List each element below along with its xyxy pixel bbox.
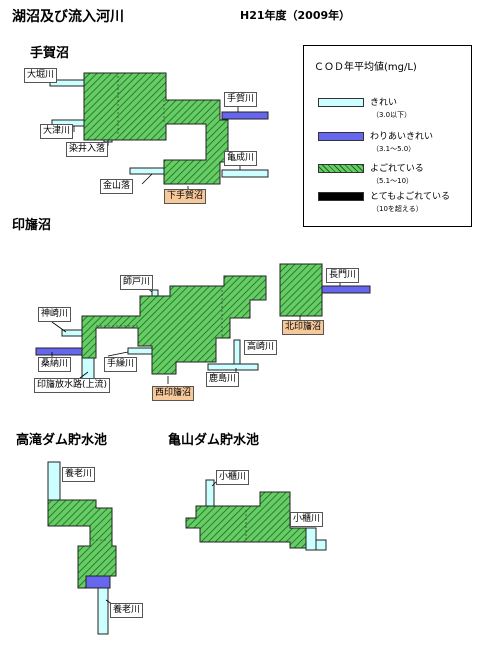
label-kita-inba: 北印旛沼 <box>282 320 325 335</box>
legend-name-fair: わりあいきれい <box>370 132 434 142</box>
legend-range-clean: （3.0以下） <box>372 111 412 119</box>
river-takasaki <box>233 339 241 367</box>
label-takasaki: 高崎川 <box>244 340 278 355</box>
label-nagato: 長門川 <box>326 268 360 283</box>
legend-range-dirty: （5.1～10） <box>372 177 414 185</box>
label-tekuri: 手繰川 <box>104 357 138 372</box>
river-tega <box>221 111 269 120</box>
river-obitsu-down <box>305 527 317 551</box>
river-kashima <box>207 363 259 371</box>
river-kanayama <box>129 167 165 175</box>
section-inba: 印旛沼 <box>12 218 52 233</box>
section-takataki: 高滝ダム貯水池 <box>16 433 108 448</box>
legend-range-very-dirty: （10を超える） <box>372 205 423 213</box>
page-title: 湖沼及び流入河川 <box>12 9 124 25</box>
river-yoro-down <box>97 587 109 635</box>
label-tega-river: 手賀川 <box>224 92 258 107</box>
lake-inba <box>81 275 267 375</box>
label-yoro-down: 養老川 <box>110 603 144 618</box>
label-shimotega: 下手賀沼 <box>164 189 207 204</box>
legend-swatch-dirty <box>318 164 364 173</box>
river-inba-sui <box>81 357 95 381</box>
label-kashima: 鹿島川 <box>206 372 240 387</box>
lake-takataki-blue <box>85 575 111 589</box>
river-tekuri <box>127 347 153 355</box>
label-somei: 染井入落 <box>66 142 109 157</box>
label-kuwano: 桑納川 <box>38 357 72 372</box>
legend-swatch-fair <box>318 132 364 141</box>
legend-name-dirty: よごれている <box>370 164 424 174</box>
legend-name-clean: きれい <box>370 98 398 108</box>
year-label: H21年度（2009年） <box>240 9 351 22</box>
river-kameo <box>221 169 269 178</box>
river-obitsu-down-stub <box>315 539 327 551</box>
label-shido: 師戸川 <box>120 275 154 290</box>
legend: ＣＯＤ年平均値(mg/L) きれい （3.0以下） わりあいきれい （3.1～5… <box>303 45 472 227</box>
river-yoro-up <box>47 461 61 503</box>
lake-takataki <box>47 499 117 589</box>
lake-tegano <box>83 72 229 185</box>
label-obitsu-down: 小櫃川 <box>290 512 324 527</box>
label-kanzaki: 神崎川 <box>38 307 72 322</box>
label-inba-sui: 印旛放水路(上流) <box>34 378 111 393</box>
river-kuwano <box>35 347 83 356</box>
river-nagato <box>321 285 371 294</box>
label-kameo: 亀成川 <box>224 151 258 166</box>
lake-kita-inba <box>279 263 323 317</box>
label-kanayama: 金山落 <box>100 179 134 194</box>
label-obitsu-up: 小櫃川 <box>216 470 250 485</box>
legend-range-fair: （3.1～5.0） <box>372 145 416 153</box>
legend-swatch-clean <box>318 98 364 107</box>
label-otsu: 大津川 <box>40 124 74 139</box>
label-nishi-inba: 西印旛沼 <box>152 386 195 401</box>
river-obitsu-up <box>205 479 215 507</box>
section-tegano: 手賀沼 <box>30 46 70 61</box>
legend-swatch-very-dirty <box>318 192 364 201</box>
label-ohori: 大堀川 <box>24 68 58 83</box>
legend-title: ＣＯＤ年平均値(mg/L) <box>314 62 417 73</box>
label-yoro-up: 養老川 <box>62 467 96 482</box>
legend-name-very-dirty: とてもよごれている <box>370 192 451 202</box>
section-kameyama: 亀山ダム貯水池 <box>168 433 260 448</box>
